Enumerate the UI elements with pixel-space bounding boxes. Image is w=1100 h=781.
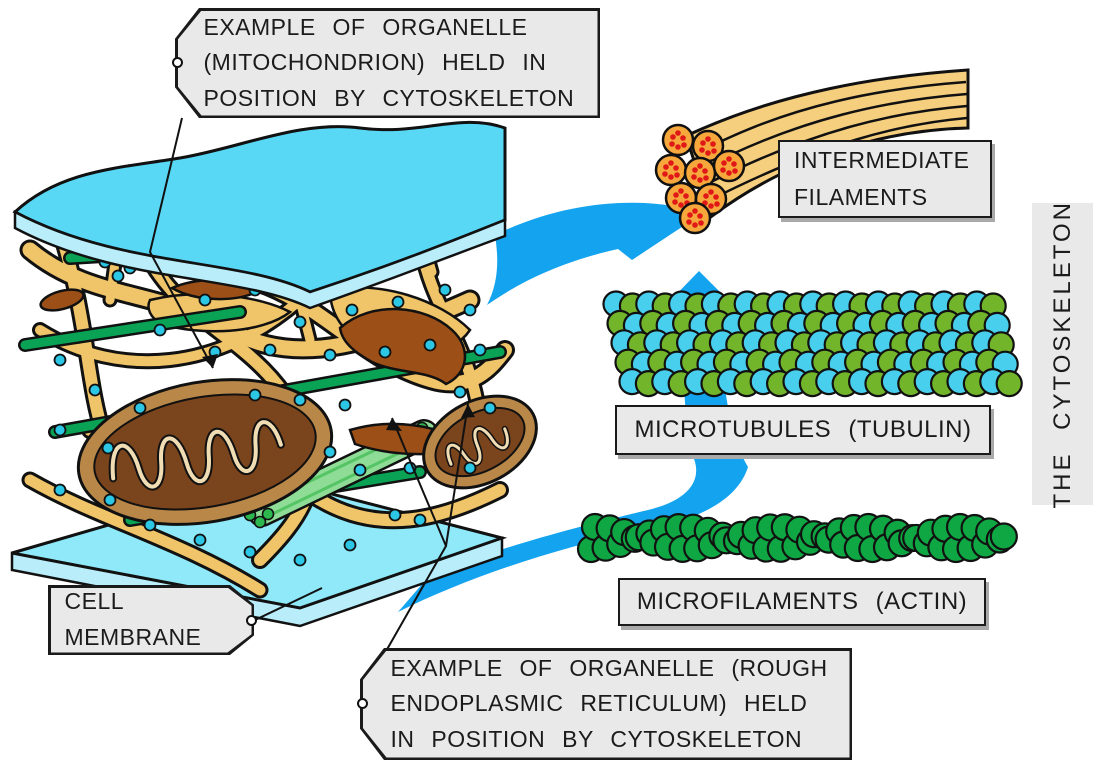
microfilaments-text: MICROFILAMENTS (ACTIN) (636, 587, 968, 615)
tag-mitochondrion-text: EXAMPLE OF ORGANELLE (MITOCHONDRION) HEL… (203, 13, 575, 111)
arrow-to-intermediate-filaments (487, 202, 703, 305)
tag-hole-icon (357, 698, 368, 709)
top-membrane-edge (13, 209, 507, 310)
leader-lines (148, 117, 475, 689)
tag-hole-icon (246, 615, 257, 626)
cell-block (10, 120, 538, 628)
tag-hole-icon (172, 57, 183, 68)
mitochondrion-small (422, 394, 538, 490)
tag-cell-membrane: CELL MEMBRANE (48, 585, 254, 655)
vertical-title-text: THE CYTOSKELETON (1048, 199, 1076, 509)
intermediate-line2: FILAMENTS (794, 184, 928, 210)
microtubules-text: MICROTUBULES (TUBULIN) (634, 415, 972, 443)
cell-membrane-line1: CELL (64, 588, 125, 615)
label-microtubules: MICROTUBULES (TUBULIN) (615, 405, 991, 455)
cell-membrane-line2: MEMBRANE (64, 624, 202, 650)
label-the-cytoskeleton: THE CYTOSKELETON (1032, 200, 1093, 508)
filament-cross-sections (654, 123, 746, 235)
microfilament-illustration (576, 512, 1018, 564)
tag-mitochondrion-example: EXAMPLE OF ORGANELLE (MITOCHONDRION) HEL… (175, 8, 600, 118)
tag-rough-er-text: EXAMPLE OF ORGANELLE (ROUGH ENDOPLASMIC … (390, 654, 828, 752)
intermediate-line1: INTERMEDIATE (794, 147, 970, 174)
label-microfilaments: MICROFILAMENTS (ACTIN) (618, 578, 986, 626)
label-intermediate-filaments: INTERMEDIATE FILAMENTS (778, 140, 992, 218)
microtubule-illustration (602, 290, 1023, 398)
mitochondrion-large (76, 378, 334, 526)
tag-rough-er-example: EXAMPLE OF ORGANELLE (ROUGH ENDOPLASMIC … (360, 648, 852, 760)
